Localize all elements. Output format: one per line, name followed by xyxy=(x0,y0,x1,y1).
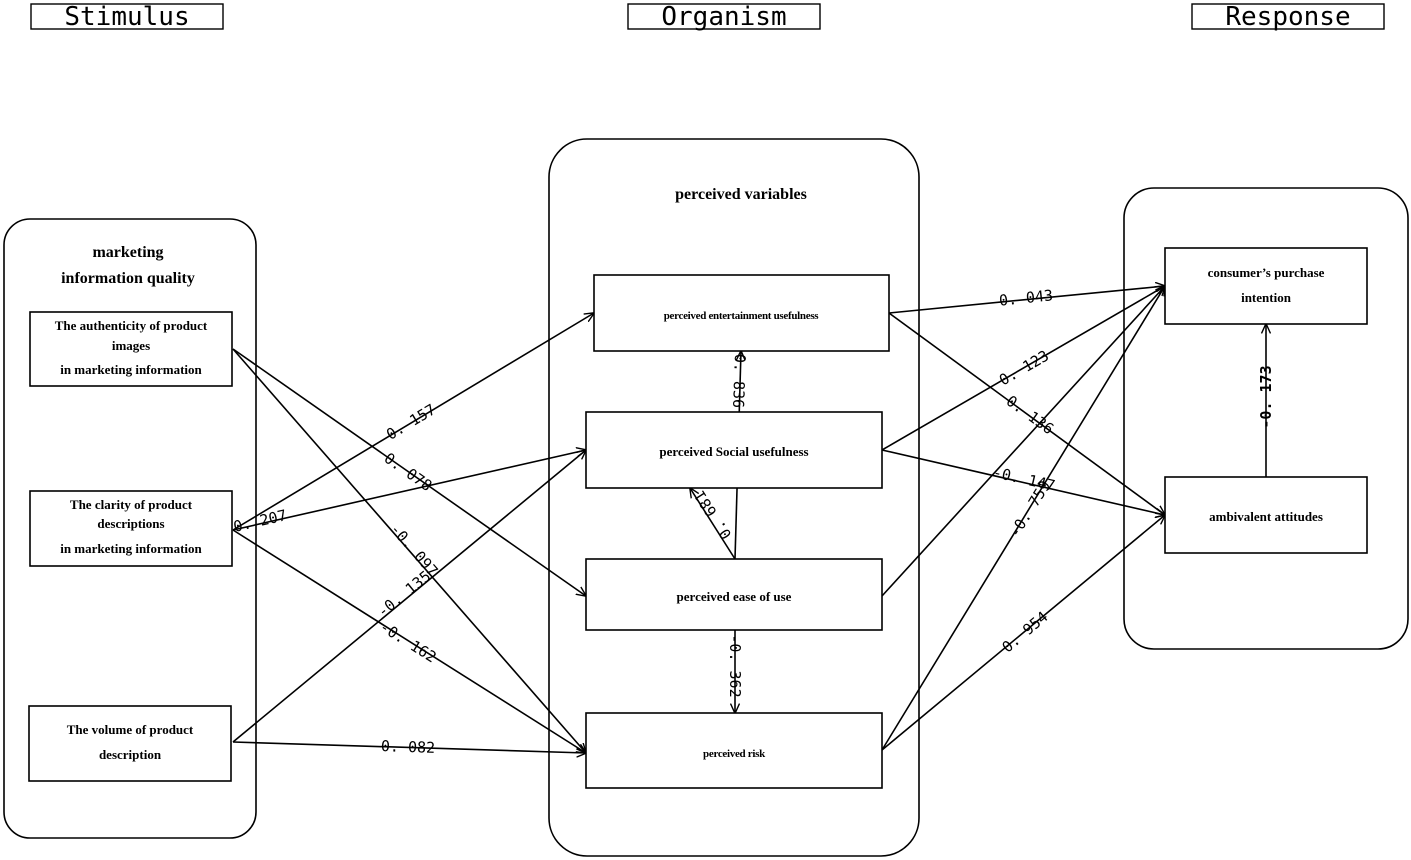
volume-node-line1: The volume of product xyxy=(67,722,194,737)
path-lines xyxy=(232,286,1266,753)
authenticity-node-line2: images xyxy=(112,338,150,353)
ease-node xyxy=(585,558,883,631)
coef-volume-social: -0. 135 xyxy=(374,567,434,621)
coef-entertainment-purchase: 0. 043 xyxy=(998,286,1054,310)
coef-authenticity-ease: 0. 078 xyxy=(381,449,436,495)
ambivalent-node xyxy=(1164,476,1368,554)
coef-ease-risk: -0. 362 xyxy=(726,634,744,697)
path-volume-risk xyxy=(232,741,586,753)
volume-node-line2: description xyxy=(99,747,162,762)
ease-node-label: perceived ease of use xyxy=(677,589,792,604)
authenticity-node xyxy=(29,311,233,387)
response-header: Response xyxy=(1225,2,1350,32)
path-clarity-entertainment xyxy=(232,313,594,531)
organism-group-title: perceived variables xyxy=(675,186,807,203)
coef-authenticity-risk: -0. 097 xyxy=(386,520,441,580)
clarity-node-line3: in marketing information xyxy=(60,541,202,556)
stimulus-header: Stimulus xyxy=(64,2,189,32)
social-node xyxy=(585,411,883,489)
path-clarity-social xyxy=(232,450,586,531)
risk-node-label: perceived risk xyxy=(703,748,766,760)
purchase-node-line1: consumer’s purchase xyxy=(1208,265,1325,280)
path-authenticity-risk xyxy=(232,348,586,753)
authenticity-node-line1: The authenticity of product xyxy=(55,318,208,333)
path-ease-social xyxy=(690,488,736,560)
coef-entertainment-ambivalent: 0. 136 xyxy=(1003,392,1057,438)
stimulus-group-title-line1: marketing xyxy=(92,244,163,261)
stimulus-group-title-line2: information quality xyxy=(61,270,195,287)
clarity-node-line1: The clarity of product xyxy=(70,497,193,512)
path-ease-purchase xyxy=(881,286,1165,597)
path-entertainment-purchase xyxy=(888,286,1165,314)
path-risk-purchase xyxy=(881,286,1165,751)
path-authenticity-ease xyxy=(232,348,586,596)
risk-node xyxy=(585,712,883,789)
purchase-node-line2: intention xyxy=(1241,290,1292,305)
ambivalent-node-label: ambivalent attitudes xyxy=(1209,509,1323,524)
coef-volume-risk: 0. 082 xyxy=(381,737,436,757)
path-clarity-risk xyxy=(232,529,586,753)
response-header-box xyxy=(1191,3,1385,30)
organism-header: Organism xyxy=(661,2,786,32)
organism-header-box xyxy=(627,3,821,30)
coef-clarity-entertainment: 0. 157 xyxy=(383,400,439,443)
entertainment-node-label: perceived entertainment usefulness xyxy=(664,310,820,322)
path-social-ambivalent xyxy=(881,449,1165,515)
coef-clarity-risk: -0. 162 xyxy=(376,618,439,667)
clarity-node xyxy=(29,490,233,567)
path-entertainment-ambivalent xyxy=(888,312,1165,515)
coef-ease-entertainment: 0. 836 xyxy=(729,354,749,409)
coef-ambivalent-purchase: -0. 173 xyxy=(1257,365,1275,428)
clarity-node-line2: descriptions xyxy=(97,516,164,531)
purchase-node xyxy=(1164,247,1368,325)
social-node-label: perceived Social usefulness xyxy=(659,444,808,459)
path-risk-ambivalent xyxy=(881,515,1165,751)
coef-risk-ambivalent: 0. 954 xyxy=(998,608,1051,657)
path-volume-social xyxy=(232,450,586,743)
entertainment-node xyxy=(593,274,890,352)
stimulus-header-box xyxy=(30,3,224,30)
authenticity-node-line3: in marketing information xyxy=(60,362,202,377)
path-social-purchase xyxy=(881,286,1165,451)
coef-social-purchase: 0. 123 xyxy=(996,347,1052,390)
volume-node xyxy=(28,705,232,782)
